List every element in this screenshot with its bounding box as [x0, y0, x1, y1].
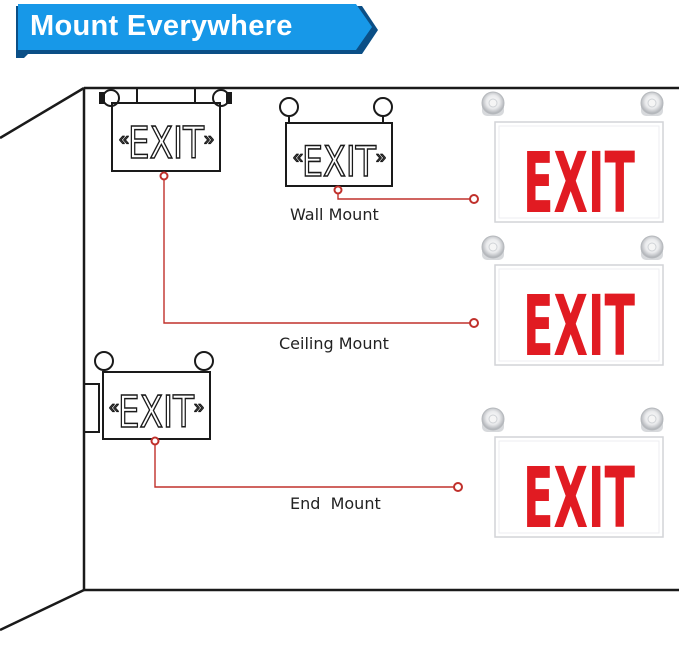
- exit-red-text: EXIT: [523, 134, 635, 232]
- exit-red-text: EXIT: [523, 277, 635, 375]
- title-banner: [16, 4, 378, 58]
- lamp-head-icon: [640, 407, 664, 432]
- chevron-right-icon: »: [194, 397, 204, 417]
- red-exit-sign-wall: EXIT: [481, 91, 664, 232]
- end-mount-sign: EXIT « »: [83, 351, 214, 440]
- lamp-head-icon: [640, 235, 664, 260]
- exit-outline-text: EXIT: [302, 137, 376, 186]
- exit-red-text: EXIT: [523, 449, 635, 547]
- lamp-icon: [373, 97, 393, 117]
- red-exit-sign-ceiling: EXIT: [481, 235, 664, 375]
- ceiling-mount-sign: EXIT « »: [99, 88, 232, 172]
- exit-outline-text: EXIT: [128, 118, 204, 169]
- lamp-icon: [279, 97, 299, 117]
- chevron-left-icon: «: [119, 129, 129, 149]
- chevron-right-icon: »: [204, 129, 214, 149]
- exit-outline-text: EXIT: [118, 387, 194, 438]
- chevron-left-icon: «: [293, 147, 303, 167]
- chevron-right-icon: »: [376, 147, 386, 167]
- page-title: Mount Everywhere: [30, 10, 293, 42]
- wall-mount-sign: EXIT « »: [279, 97, 393, 187]
- wall-mount-label: Wall Mount: [290, 205, 379, 224]
- end-mount-label: End Mount: [290, 494, 381, 513]
- lamp-head-icon: [481, 407, 505, 432]
- lamp-head-icon: [481, 91, 505, 116]
- connector-dots: [150, 171, 479, 492]
- chevron-left-icon: «: [109, 397, 119, 417]
- room-walls: [0, 86, 679, 632]
- lamp-head-icon: [481, 235, 505, 260]
- ceiling-mount-label: Ceiling Mount: [279, 334, 389, 353]
- lamp-icon: [194, 351, 214, 371]
- lamp-head-icon: [640, 91, 664, 116]
- lamp-icon: [94, 351, 114, 371]
- banner-fill: [18, 4, 372, 50]
- red-exit-sign-end: EXIT: [481, 407, 664, 547]
